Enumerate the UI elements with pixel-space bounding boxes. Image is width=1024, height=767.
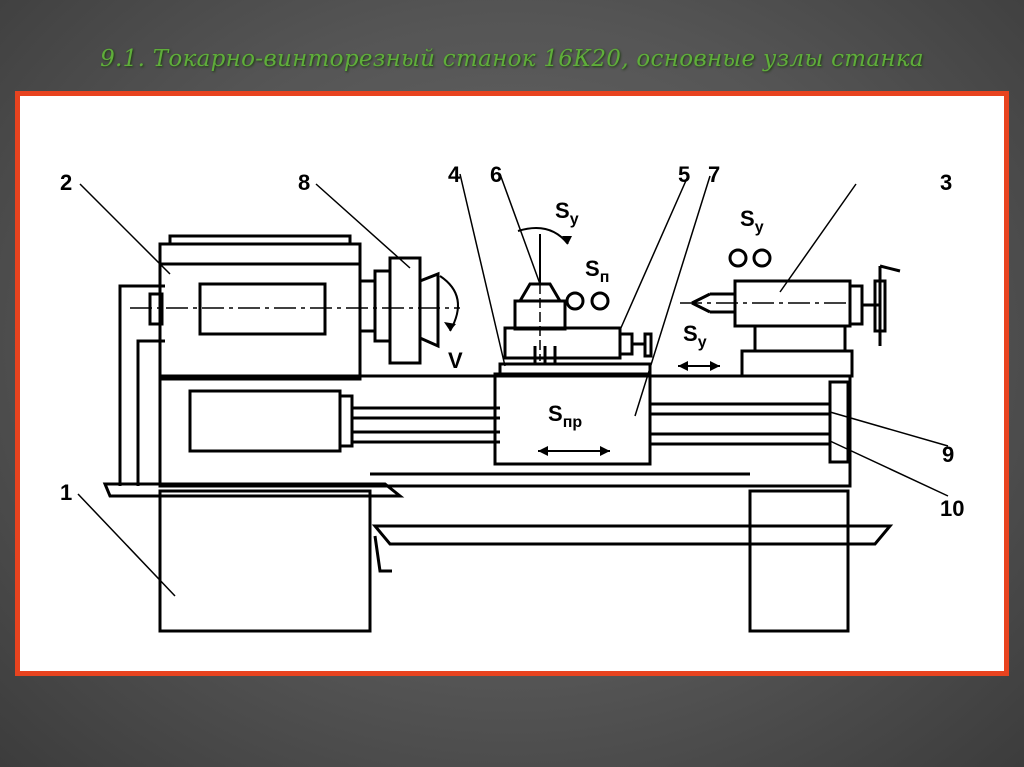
chuck <box>388 256 422 365</box>
left-cabinet <box>158 489 372 633</box>
lathe-outline <box>77 173 949 633</box>
tailstock-base <box>740 349 854 378</box>
feed-symbol-s-vertical: Sп <box>585 256 609 286</box>
slide-title: 9.1. Токарно-винторезный станок 16К20, о… <box>100 46 924 72</box>
part-label-9: 9 <box>942 442 954 467</box>
rotation-symbol-v: V <box>448 348 463 373</box>
part-label-10: 10 <box>940 496 964 521</box>
cross-slide <box>503 326 622 360</box>
headstock-window <box>198 282 327 336</box>
part-label-6: 6 <box>490 162 502 187</box>
lathe-diagram: 2 8 4 6 5 7 3 9 10 1 V Sу Sп Sу Sу Sпр <box>60 162 964 633</box>
feed-box <box>188 389 342 453</box>
diagram-frame: 2 8 4 6 5 7 3 9 10 1 V Sу Sп Sу Sу Sпр <box>15 91 1009 676</box>
right-cabinet <box>748 489 850 633</box>
feed-symbol-s-tailstock: Sу <box>740 206 764 236</box>
part-label-8: 8 <box>298 170 310 195</box>
part-label-5: 5 <box>678 162 690 187</box>
part-label-2: 2 <box>60 170 72 195</box>
part-label-4: 4 <box>448 162 461 187</box>
part-label-1: 1 <box>60 480 72 505</box>
feed-symbol-s-longitudinal: Sпр <box>548 401 582 431</box>
feed-symbol-s-quill: Sу <box>683 321 707 351</box>
part-label-7: 7 <box>708 162 720 187</box>
part-label-3: 3 <box>940 170 952 195</box>
arrow-heads <box>444 236 720 456</box>
end-bracket <box>828 380 850 464</box>
chip-tray <box>102 482 405 498</box>
feed-symbol-s-cross: Sу <box>555 198 579 228</box>
apron <box>493 372 652 466</box>
